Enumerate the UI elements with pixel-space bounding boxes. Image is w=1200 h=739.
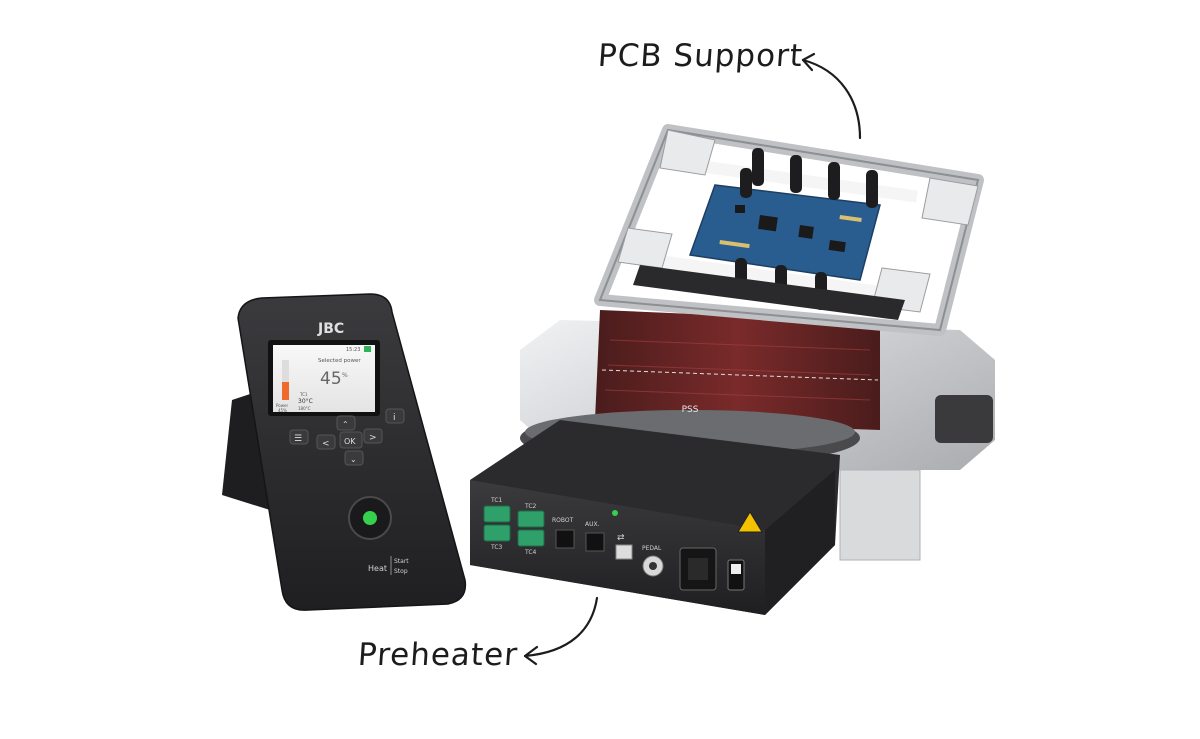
tc1-label: TC1 xyxy=(490,497,503,504)
up-arrow-icon: ⌃ xyxy=(342,420,349,429)
controller-screen: 15:23 Selected power 45 % Power 45% TC1 … xyxy=(268,340,380,416)
tc-label: TC1 xyxy=(299,392,308,397)
preheater-box: TC1 TC2 TC3 TC4 ROBOT AUX. PEDAL ⇄ xyxy=(470,420,840,615)
ok-label: OK xyxy=(344,437,356,446)
tc3-label: TC3 xyxy=(490,544,503,551)
controller-buttons: ☰ i ⌃ < OK > ⌄ xyxy=(289,408,405,466)
selected-power-label: Selected power xyxy=(318,358,361,364)
power-bar-label: Power xyxy=(276,403,288,408)
tc2-connector xyxy=(517,510,545,528)
brand-logo: JBC xyxy=(317,321,344,337)
tc4-label: TC4 xyxy=(524,549,537,556)
preheater-arrow xyxy=(523,596,599,666)
aux-port xyxy=(585,532,605,552)
power-level-bar xyxy=(282,382,289,400)
right-button[interactable] xyxy=(363,428,383,444)
tc1-connector xyxy=(483,505,511,523)
start-label: Start xyxy=(394,558,409,565)
power-unit: % xyxy=(342,372,348,379)
heat-led xyxy=(363,511,377,525)
preheater-annotation: Preheater xyxy=(356,637,520,673)
set-temp: 180°C xyxy=(298,406,311,411)
info-icon: i xyxy=(393,413,396,423)
pcb-support-frame xyxy=(594,124,984,336)
heat-label: Heat xyxy=(368,564,387,573)
tc2-label: TC2 xyxy=(524,503,537,510)
aux-label: AUX. xyxy=(585,521,600,528)
pcb-support-arrow xyxy=(801,52,862,140)
stop-label: Stop xyxy=(394,568,408,575)
power-value: 45 xyxy=(320,369,342,389)
preheater-unit: PSS xyxy=(520,124,995,561)
tc3-connector xyxy=(483,524,511,542)
ok-button[interactable] xyxy=(339,431,363,449)
robot-port xyxy=(555,529,575,549)
screen-time: 15:23 xyxy=(346,347,360,353)
down-button[interactable] xyxy=(344,450,364,466)
pedal-jack xyxy=(649,562,657,570)
up-button[interactable] xyxy=(336,415,356,431)
pedal-label: PEDAL xyxy=(642,545,662,552)
pcb-support-annotation: PCB Support xyxy=(596,38,805,74)
info-button[interactable] xyxy=(385,408,405,424)
down-arrow-icon: ⌄ xyxy=(350,455,357,464)
left-button[interactable] xyxy=(316,434,336,450)
tc4-connector xyxy=(517,529,545,547)
controller: JBC 15:23 Selected power 45 % Power 45% … xyxy=(222,293,467,611)
menu-icon: ☰ xyxy=(294,434,302,444)
pss-mark: PSS xyxy=(682,405,699,415)
left-arrow-icon: < xyxy=(322,439,330,449)
hot-surface-warning-icon xyxy=(737,511,763,533)
usb-port xyxy=(615,544,633,560)
power-bar-value: 45% xyxy=(278,408,287,413)
tc-value: 30°C xyxy=(298,398,313,405)
right-arrow-icon: > xyxy=(369,433,377,443)
power-led xyxy=(612,510,618,516)
usb-icon: ⇄ xyxy=(617,533,625,543)
menu-button[interactable] xyxy=(289,429,309,445)
robot-label: ROBOT xyxy=(552,517,574,524)
